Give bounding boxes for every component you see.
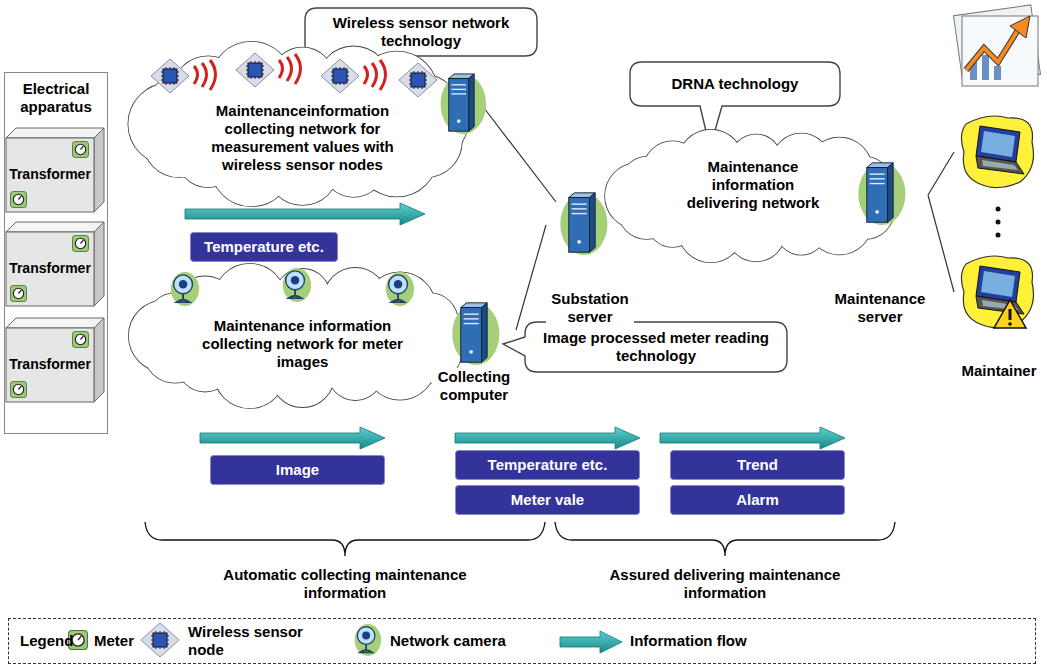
data-label-box: Temperature etc. (190, 232, 338, 262)
node-outline (954, 112, 1044, 390)
node-label: Maintenanceinformation collecting networ… (195, 102, 410, 174)
legend-label: Wireless sensor node (188, 623, 316, 659)
legend-label: Information flow (630, 632, 747, 650)
callout-bubble: DRNA technology (630, 62, 840, 106)
information-flow-arrow (185, 203, 845, 449)
network-cloud: Maintenanceinformation collecting networ… (130, 40, 475, 208)
node-label: Image (276, 461, 319, 479)
legend-frame (8, 618, 1036, 664)
node-label: Image processed meter reading technology (525, 329, 787, 365)
caption-label: Assured delivering maintenance informati… (595, 566, 855, 602)
maintainer-node: Maintainer (954, 112, 1044, 390)
node-label: Maintainer (954, 362, 1044, 380)
node-label: DRNA technology (666, 75, 805, 93)
node-label: Wireless sensor network technology (305, 14, 537, 50)
node-label: Transformer (6, 165, 94, 183)
node-label: Transformer (6, 355, 94, 373)
data-label-box: Image (210, 455, 385, 485)
radio-wave (194, 54, 386, 90)
node-label: Substation server (546, 290, 634, 326)
chart-illustration (954, 5, 1041, 86)
transformer-box: Transformer (6, 222, 104, 306)
callout-bubble: Image processed meter reading technology (525, 322, 787, 372)
data-label-box: Alarm (670, 485, 845, 515)
caption-label: Legend (20, 632, 73, 650)
node-label: Electrical apparatus (4, 80, 108, 116)
node-label: Meter vale (511, 491, 584, 509)
network-camera (171, 268, 414, 306)
wireless-sensor-node (151, 53, 437, 97)
node-label: Collecting computer (432, 368, 516, 404)
legend-icons (69, 623, 622, 657)
transformer-box: Transformer (6, 128, 104, 212)
wire (484, 108, 556, 202)
transformer-box: Transformer (6, 318, 104, 402)
node-label: Alarm (736, 491, 779, 509)
connector-line (928, 152, 954, 292)
node-label: Maintenance information delivering netwo… (678, 158, 828, 212)
data-label-box: Temperature etc. (455, 450, 640, 480)
callout-bubble: Wireless sensor network technology (305, 8, 537, 56)
node-label: Transformer (6, 259, 94, 277)
server-icon (441, 74, 486, 134)
legend-label: Meter (94, 632, 134, 650)
network-cloud: Maintenance information collecting netwo… (130, 262, 475, 410)
node-label: Trend (737, 456, 778, 474)
server-node: Collecting computer (432, 300, 516, 418)
connector-line (516, 225, 546, 330)
node-label: Temperature etc. (488, 456, 608, 474)
node-label: Maintenance server (832, 290, 928, 326)
node-label: Temperature etc. (204, 238, 324, 256)
apparatus-group: Electrical apparatusTransformerTransform… (4, 72, 108, 434)
data-label-box: Meter vale (455, 485, 640, 515)
data-label-box: Trend (670, 450, 845, 480)
caption-label: Automatic collecting maintenance informa… (215, 566, 475, 602)
server-node: Maintenance server (832, 160, 928, 328)
legend-label: Network camera (390, 632, 506, 650)
node-label: Maintenance information collecting netwo… (195, 317, 410, 371)
brace (145, 522, 895, 556)
